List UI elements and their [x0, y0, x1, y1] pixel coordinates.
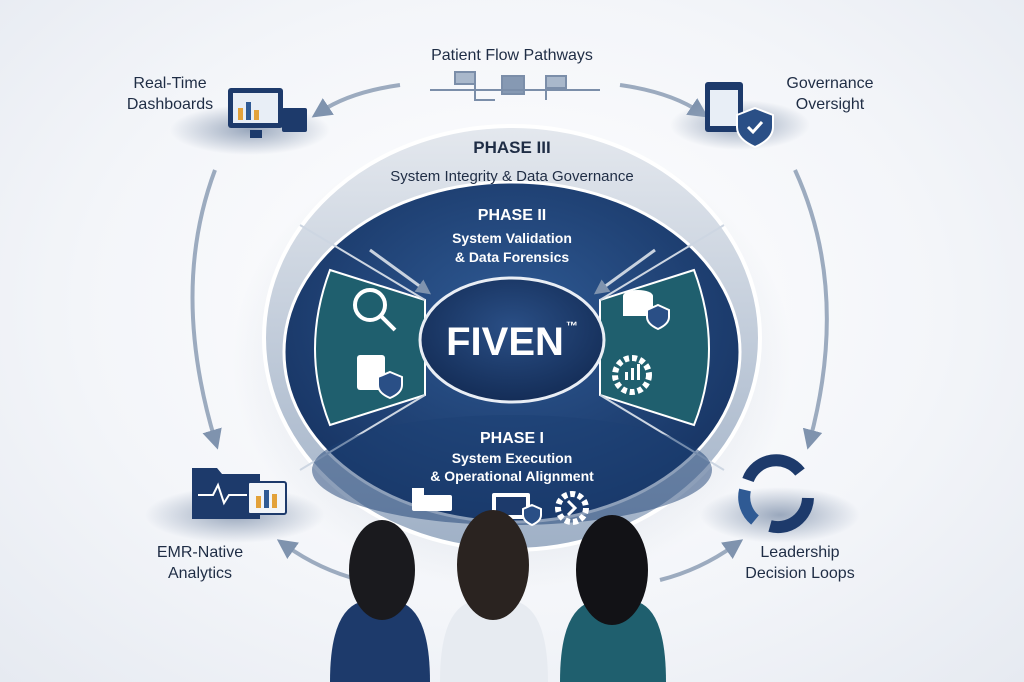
phase-3-subtitle: System Integrity & Data Governance — [390, 168, 633, 185]
center-title: FIVEN — [446, 320, 564, 364]
label-emr-native-analytics: EMR-Native Analytics — [140, 542, 260, 584]
label-line: Real-Time — [133, 75, 207, 92]
label-real-time-dashboards: Real-Time Dashboards — [110, 73, 230, 115]
label-line: Decision Loops — [745, 565, 855, 582]
trademark: ™ — [566, 319, 578, 333]
emr-folder-icon — [192, 468, 287, 519]
magnifier-data-icon — [353, 288, 397, 332]
phase-2-subtitle-1: System Validation — [452, 230, 572, 246]
governance-clipboard-icon — [705, 82, 774, 149]
label-line: EMR-Native — [156, 544, 244, 561]
cycle-arrows — [190, 83, 829, 582]
phase-2-subtitle-2: & Data Forensics — [455, 249, 570, 265]
dashboard-icon — [228, 88, 307, 138]
gear-arrow-icon — [555, 491, 589, 525]
audience-figures — [330, 510, 666, 682]
database-shield-icon — [623, 290, 670, 331]
checklist-shield-icon — [357, 355, 403, 400]
label-line: Dashboards — [126, 96, 214, 113]
label-line: Analytics — [167, 565, 233, 582]
label-patient-flow: Patient Flow Pathways — [431, 47, 593, 64]
gear-chart-icon — [612, 355, 652, 395]
phase-3-title: PHASE III — [473, 138, 550, 157]
patient-flow-icon — [430, 71, 600, 101]
phase-1-subtitle-2: & Operational Alignment — [430, 468, 594, 484]
label-line: Oversight — [795, 96, 865, 113]
bed-icon — [412, 488, 452, 511]
label-line: Leadership — [760, 544, 840, 561]
phase-1-title: PHASE I — [480, 430, 544, 447]
label-line: Governance — [786, 75, 874, 92]
phase-1-subtitle-1: System Execution — [452, 450, 573, 466]
label-governance-oversight: Governance Oversight — [770, 73, 890, 115]
decision-loop-icon — [738, 454, 814, 534]
label-leadership-decision-loops: Leadership Decision Loops — [725, 542, 875, 584]
fiven-center — [418, 276, 606, 404]
phase-2-title: PHASE II — [478, 207, 546, 224]
